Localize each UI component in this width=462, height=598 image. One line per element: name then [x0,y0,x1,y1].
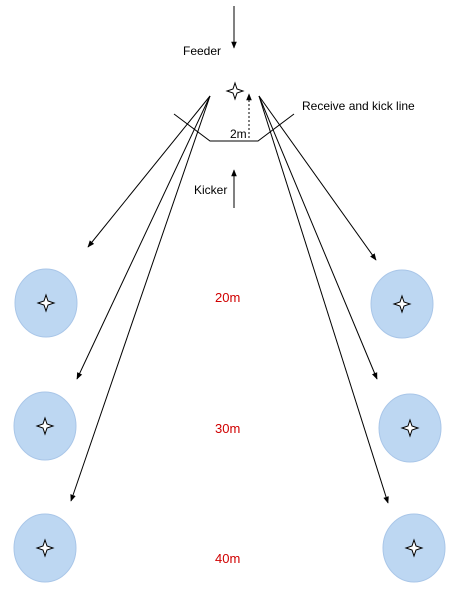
four-point-star-icon [404,538,424,558]
kick-arrow-right-40m [258,95,389,504]
kick-arrow-left-30m [76,95,211,380]
kicker-label: Kicker [194,183,227,197]
kick-arrow-left-40m [70,95,211,502]
distance-label-20m: 20m [215,290,240,305]
target-right-30m [378,393,442,463]
target-right-20m [370,269,434,339]
distance-label-30m: 30m [215,421,240,436]
four-point-star-icon [35,538,55,558]
target-right-40m [382,513,446,583]
receive-kick-line [173,113,295,142]
receive-kick-label: Receive and kick line [302,99,415,113]
kick-arrow-right-20m [258,95,377,261]
feeder-marker-icon [225,81,245,101]
four-point-star-icon [392,294,412,314]
four-point-star-icon [400,418,420,438]
target-left-20m [14,268,78,338]
kick-arrow-left-20m [87,95,211,248]
target-left-40m [13,513,77,583]
four-point-star-icon [35,416,55,436]
four-point-star-icon [36,293,56,313]
distance-label-40m: 40m [215,551,240,566]
kick-arrow-right-30m [258,95,378,380]
target-left-30m [13,391,77,461]
gap-label: 2m [230,127,247,141]
feeder-label: Feeder [183,44,221,58]
